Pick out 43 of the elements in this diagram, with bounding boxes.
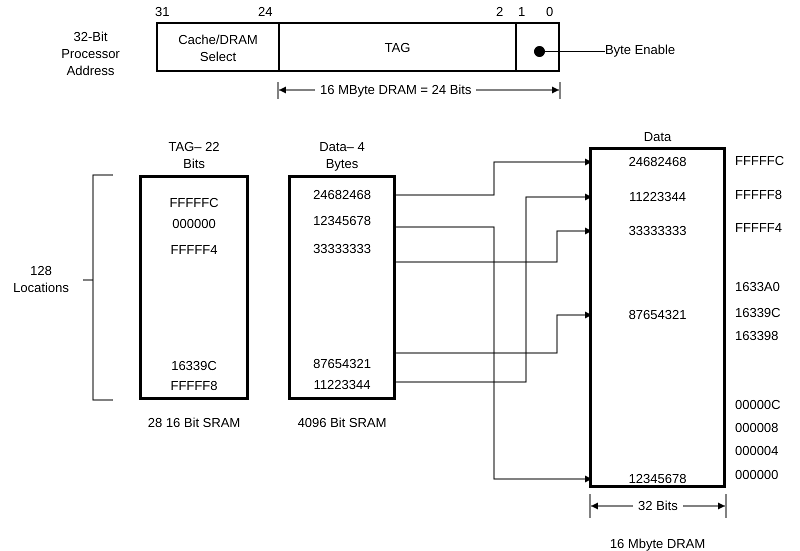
memory-word: 33333333: [592, 222, 723, 240]
array-heading: Data: [642, 128, 672, 145]
memory-word: 12345678: [592, 470, 723, 488]
memory-word: 87654321: [291, 355, 393, 373]
array-heading: Data– 4 Bytes: [318, 138, 366, 172]
tag-value: 000000: [171, 215, 217, 232]
memory-word: 24682468: [291, 186, 393, 204]
memory-word: 11223344: [592, 188, 723, 206]
tag-value: 16339C: [170, 357, 218, 374]
tag-value: FFFFF4: [170, 241, 218, 258]
bit-number: 0: [546, 3, 554, 20]
array-heading: TAG– 22 Bits: [167, 138, 221, 172]
address-value: 000000: [735, 466, 778, 483]
address-value: 000004: [735, 442, 778, 459]
memory-word: 87654321: [592, 306, 723, 324]
memory-word: 11223344: [291, 376, 393, 394]
register-field: TAG: [280, 24, 517, 71]
signal-label: Byte Enable: [605, 41, 676, 58]
tag-value: FFFFF8: [170, 377, 218, 394]
bit-number: 24: [258, 3, 272, 20]
array-caption: 4096 Bit SRAM: [296, 414, 388, 431]
bit-number: 2: [496, 3, 504, 20]
address-value: 00000C: [735, 396, 781, 413]
address-value: FFFFFC: [735, 152, 784, 169]
address-value: 163398: [735, 327, 778, 344]
byte-enable-dot: [534, 46, 545, 57]
bit-number: 1: [518, 3, 526, 20]
memory-word: 12345678: [291, 212, 393, 230]
leader-line: [544, 51, 606, 52]
address-value: FFFFF8: [735, 186, 782, 203]
address-value: FFFFF4: [735, 219, 782, 236]
tag-value: FFFFFC: [168, 194, 220, 211]
register-field: Cache/DRAM Select: [158, 24, 280, 71]
bit-number: 31: [155, 3, 170, 20]
register-label: 32-Bit Processor Address: [60, 28, 121, 79]
address-value: 1633A0: [735, 278, 780, 295]
bracket-label: 128 Locations: [12, 262, 70, 296]
array-caption: 28 16 Bit SRAM: [146, 414, 242, 431]
address-value: 000008: [735, 419, 778, 436]
memory-word: 24682468: [592, 153, 723, 171]
memory-word: 33333333: [291, 240, 393, 258]
array-caption: 16 Mbyte DRAM: [608, 535, 706, 551]
address-value: 16339C: [735, 304, 781, 321]
